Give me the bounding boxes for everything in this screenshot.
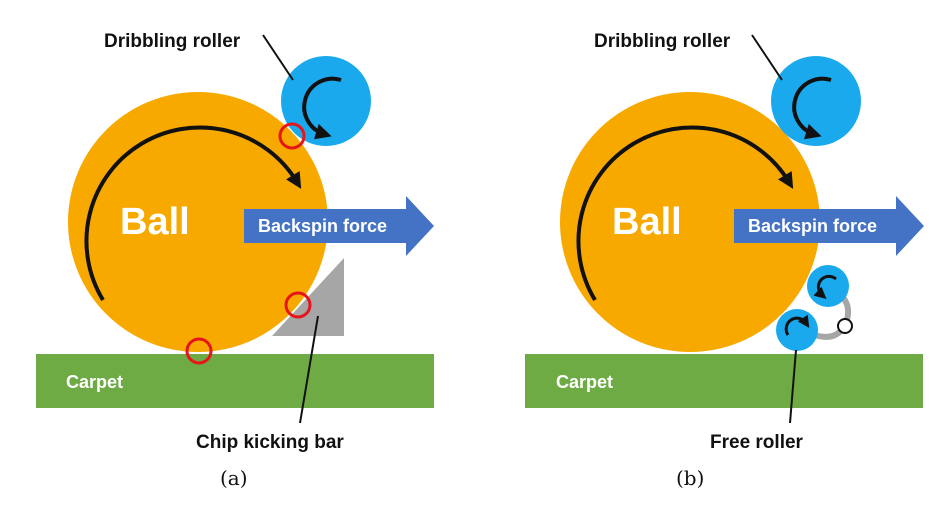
- backspin-force-arrow: [244, 196, 434, 256]
- contact-marker: [278, 122, 306, 150]
- dribbling-roller: [771, 56, 861, 146]
- dribbling-roller-label: Dribbling roller: [594, 31, 731, 52]
- contact-marker: [185, 337, 213, 365]
- free-roller-leader: [789, 349, 797, 424]
- free-roller-rotation-arrow: [784, 314, 810, 336]
- ball-rotation-arrow: [576, 125, 794, 302]
- dribbling-roller-leader: [262, 34, 294, 81]
- roller-rotation-arrow: [302, 76, 342, 140]
- ball: [560, 92, 820, 352]
- chip-kicking-bar-label: Chip kicking bar: [196, 432, 344, 453]
- chip-kicking-bar-leader: [299, 315, 319, 424]
- panel-a: Carpet Ball Backspin force Dribbling rol…: [36, 31, 434, 490]
- caption-b: (b): [676, 466, 704, 490]
- carpet: [36, 354, 434, 408]
- ball: [68, 92, 328, 352]
- dribbling-roller-leader: [751, 34, 783, 81]
- panel-b: Carpet Ball Backspin force Dribbling rol…: [525, 31, 924, 490]
- carpet: [525, 354, 923, 408]
- free-roller: [776, 309, 818, 351]
- ball-rotation-arrow: [84, 125, 302, 302]
- backspin-force-label: Backspin force: [258, 216, 387, 236]
- ball-label: Ball: [612, 201, 682, 243]
- roller-rotation-arrow: [792, 76, 832, 140]
- dribbling-roller: [281, 56, 371, 146]
- free-roller: [807, 265, 849, 307]
- ball-label: Ball: [120, 201, 190, 243]
- carpet-label: Carpet: [66, 372, 123, 392]
- carpet-label: Carpet: [556, 372, 613, 392]
- caption-a: (a): [220, 466, 248, 490]
- backspin-force-label: Backspin force: [748, 216, 877, 236]
- free-roller-pivot: [837, 318, 853, 334]
- contact-marker: [284, 291, 312, 319]
- backspin-force-arrow: [734, 196, 924, 256]
- free-roller-label: Free roller: [710, 432, 804, 453]
- dribbling-roller-label: Dribbling roller: [104, 31, 241, 52]
- free-roller-rotation-arrow: [813, 274, 837, 299]
